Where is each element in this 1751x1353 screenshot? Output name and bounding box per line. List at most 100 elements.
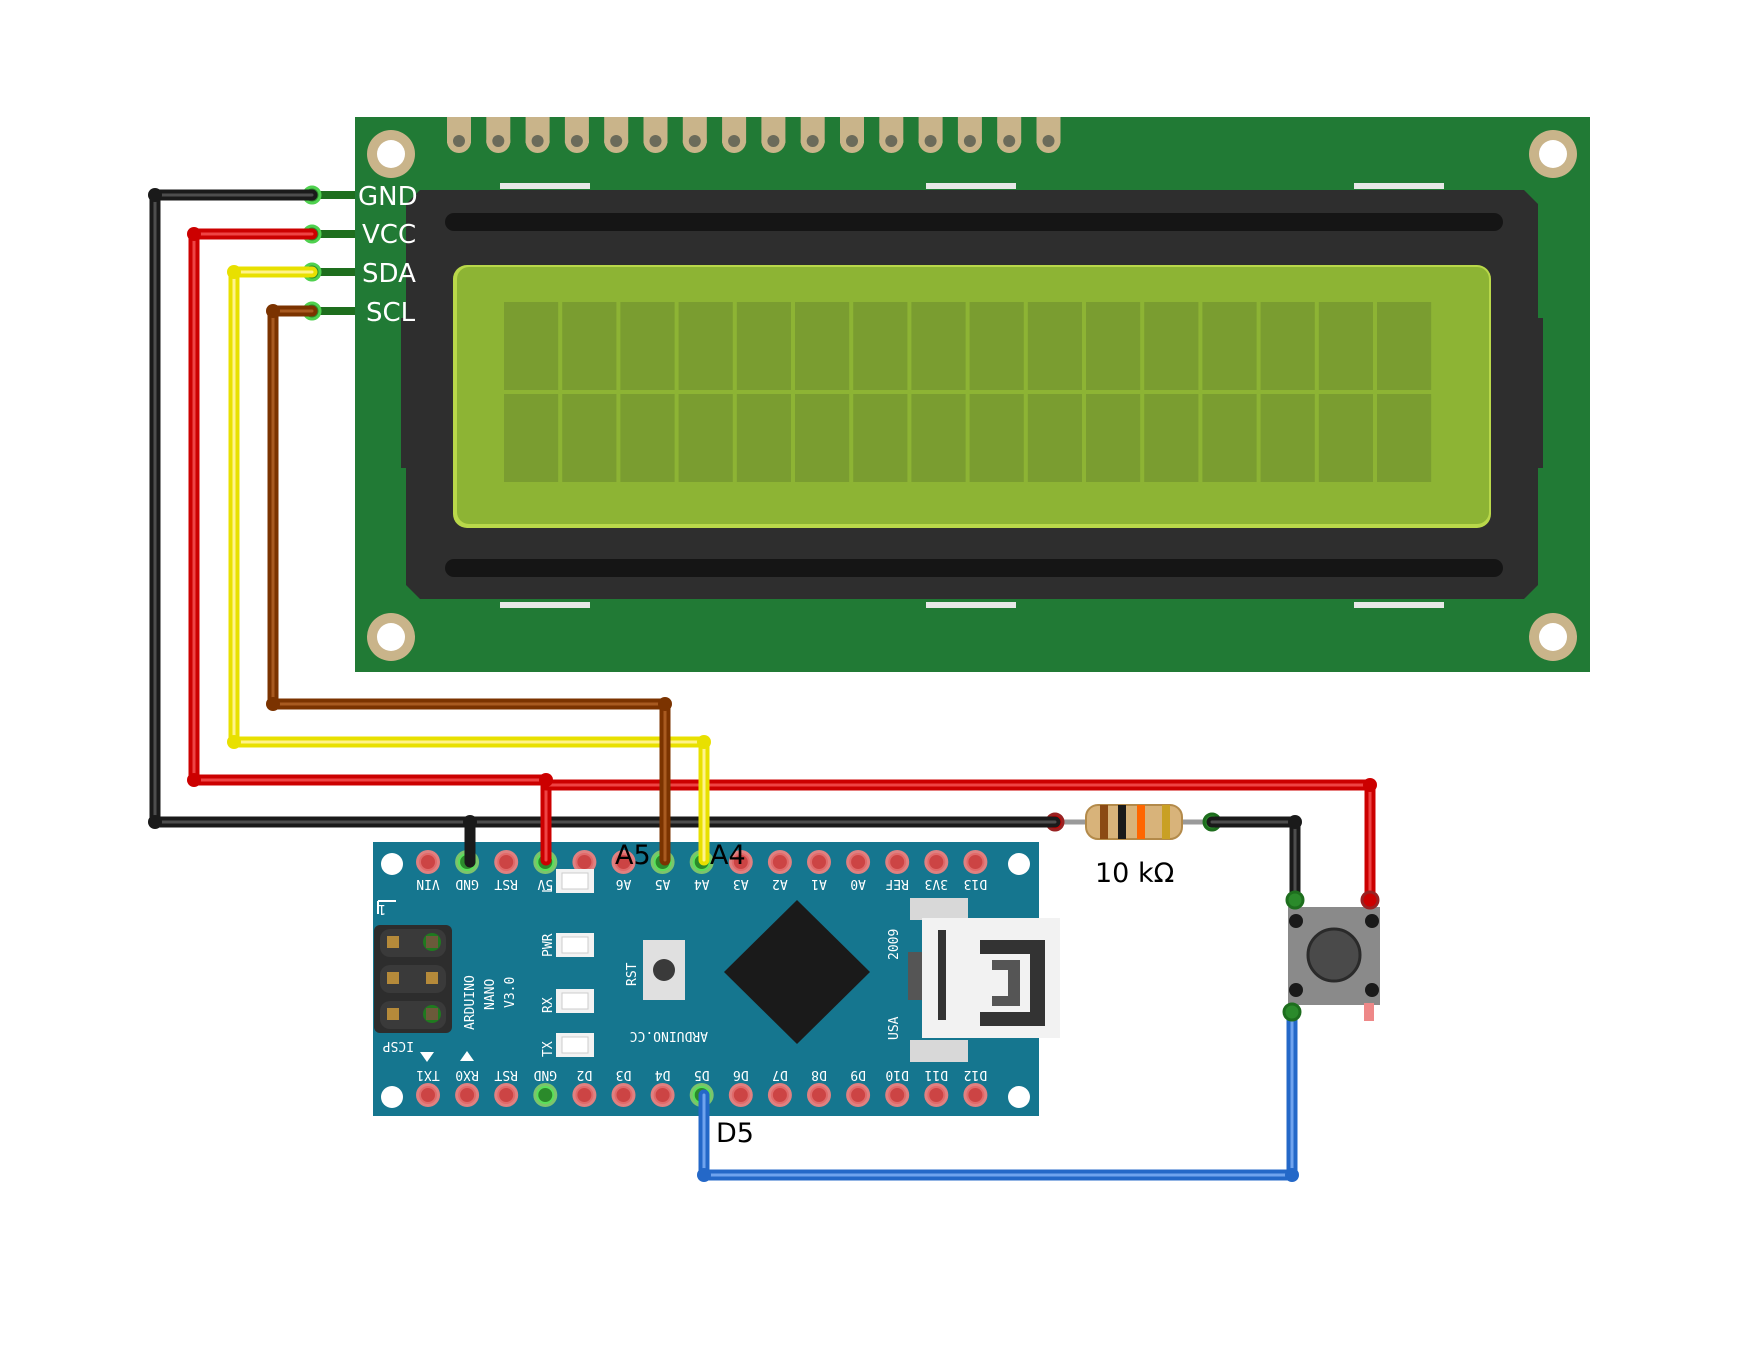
lcd-cell: [620, 302, 675, 390]
pin-d9[interactable]: D9: [846, 1067, 871, 1107]
lcd-cell: [504, 302, 559, 390]
board-name: ARDUINO NANO V3.0: [463, 975, 518, 1030]
pin-label: D12: [964, 1067, 987, 1082]
pin-label: VIN: [416, 876, 439, 891]
pin-d13[interactable]: D13: [963, 850, 988, 891]
bezel-slot-top: [445, 213, 1503, 231]
pin-d4[interactable]: D4: [650, 1067, 675, 1107]
pin-a6[interactable]: A6: [611, 850, 636, 891]
pin-label: RST: [494, 1067, 518, 1082]
lcd-header-pin: [957, 117, 982, 153]
lcd-pin-vcc[interactable]: VCC: [302, 220, 416, 250]
pin-label: A0: [850, 876, 866, 891]
led-label: RX: [541, 997, 556, 1013]
pin-a0[interactable]: A0: [846, 850, 871, 891]
lcd-header-pin: [682, 117, 707, 153]
led-pwr: PWR: [541, 933, 594, 957]
pin-a3[interactable]: A3: [728, 850, 753, 891]
pin-rst[interactable]: RST: [494, 1067, 519, 1107]
board-name-line: ARDUINO: [463, 975, 478, 1030]
pin-rst[interactable]: RST: [494, 850, 519, 891]
lcd-cell: [911, 302, 966, 390]
d5-label: D5: [716, 1118, 754, 1149]
lcd-header-pin: [800, 117, 825, 153]
lcd-header-pin: [604, 117, 629, 153]
lcd-pin-label: GND: [358, 182, 418, 212]
pin-tx1[interactable]: TX1: [416, 1067, 440, 1107]
lcd-header-pin: [840, 117, 864, 153]
lcd-header-pin: [564, 117, 589, 153]
pin-d8[interactable]: D8: [807, 1067, 831, 1107]
pin-label: D8: [811, 1067, 827, 1082]
pin-label: A4: [694, 876, 710, 891]
pin-d6[interactable]: D6: [728, 1067, 753, 1107]
wire-joints: [148, 188, 1380, 1182]
year-label: 2009: [887, 929, 902, 960]
pin-d10[interactable]: D10: [885, 1067, 910, 1107]
lcd-character-cells: [504, 302, 1432, 482]
lcd-pin-gnd[interactable]: GND: [302, 182, 418, 212]
pin-d7[interactable]: D7: [767, 1067, 792, 1107]
lcd-cell: [911, 394, 966, 482]
lcd-header-pin: [447, 117, 471, 153]
lcd-pin-label: SCL: [366, 298, 416, 328]
lcd-header-pin: [722, 117, 747, 153]
led-label: TX: [541, 1041, 556, 1057]
site-label: ARDUINO.CC: [630, 1028, 708, 1043]
pin-label: D9: [850, 1067, 866, 1082]
icsp-pin1-label: 1: [378, 901, 386, 916]
pin-a2[interactable]: A2: [767, 850, 792, 891]
pin-rx0[interactable]: RX0: [455, 1067, 480, 1107]
pin-gnd[interactable]: GND: [533, 1067, 558, 1107]
lcd-cell: [1144, 394, 1199, 482]
reset-button[interactable]: RST: [625, 940, 685, 1000]
lcd-cell: [1086, 394, 1141, 482]
pin-label: D4: [655, 1067, 671, 1082]
bezel-slot-bottom: [445, 559, 1503, 577]
pin-a1[interactable]: A1: [807, 850, 831, 891]
lcd-cell: [795, 394, 850, 482]
lcd-cell: [1318, 302, 1373, 390]
lcd-header-pin: [525, 117, 550, 153]
button-cap[interactable]: [1306, 927, 1362, 983]
pin-label: REF: [885, 876, 909, 891]
lcd-cell: [678, 394, 733, 482]
mounting-holes: [367, 130, 1577, 661]
pin-d12[interactable]: D12: [963, 1067, 988, 1107]
pin-vin[interactable]: VIN: [416, 850, 440, 891]
pin-3v3[interactable]: 3V3: [924, 850, 949, 891]
lcd-header-pin: [879, 117, 904, 153]
pin-label: RST: [494, 876, 518, 891]
wires: [148, 188, 1380, 1182]
lcd-cell: [736, 394, 791, 482]
pin-d2[interactable]: D2: [572, 1067, 597, 1107]
pin-label: D2: [577, 1067, 593, 1082]
lcd-cell: [736, 302, 791, 390]
lcd-module: GND VCC SDA SCL: [302, 117, 1590, 672]
pin-label: A3: [733, 876, 749, 891]
icsp-header: 1 ICSP: [374, 900, 474, 1062]
led-label: L: [541, 885, 556, 893]
led-rx: RX: [541, 989, 594, 1013]
pin-label: D10: [885, 1067, 908, 1082]
lcd-header-pin: [918, 117, 943, 153]
lcd-header-pin: [486, 117, 511, 153]
lcd-cell: [969, 302, 1024, 390]
lcd-header-pin: [643, 117, 668, 153]
pin-ref[interactable]: REF: [885, 850, 910, 891]
lcd-pin-label: SDA: [362, 259, 416, 289]
pin-label: A6: [616, 876, 632, 891]
pin-label: 5V: [537, 876, 553, 891]
pin-d11[interactable]: D11: [924, 1067, 949, 1107]
lcd-cell: [620, 394, 675, 482]
pin-label: GND: [533, 1067, 557, 1082]
pin-label: GND: [455, 876, 479, 891]
board-name-line: V3.0: [503, 977, 518, 1008]
lcd-cell: [1260, 394, 1315, 482]
pin-d3[interactable]: D3: [611, 1067, 636, 1107]
push-button[interactable]: [1288, 907, 1380, 1021]
pin-label: A5: [655, 876, 671, 891]
lcd-header-pins: [447, 117, 1061, 153]
